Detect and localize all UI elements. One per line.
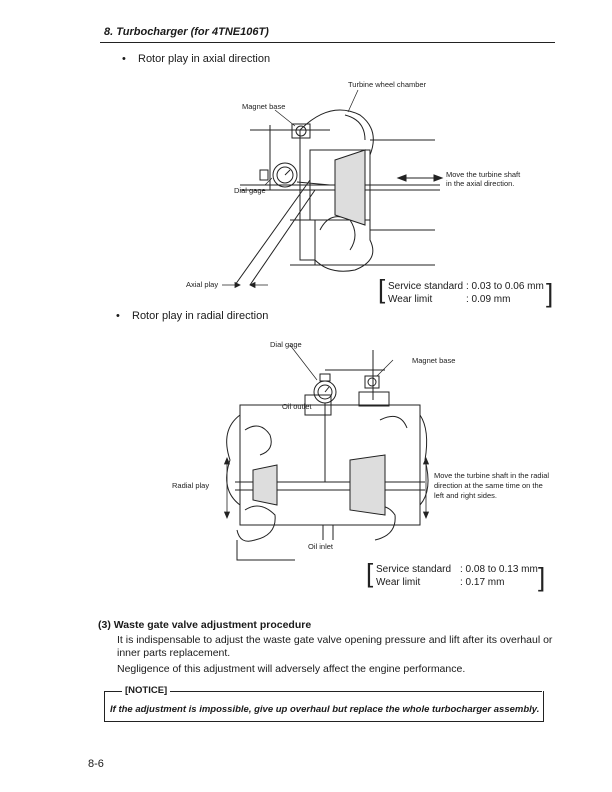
- radial-wear-limit-label: Wear limit: [376, 577, 421, 588]
- radial-dial-gage-label: Dial gage: [270, 340, 302, 349]
- axial-play-diagram: [180, 90, 450, 290]
- section-title: 8. Turbocharger (for 4TNE106T): [104, 26, 269, 38]
- radial-move-label-2: direction at the same time on the: [434, 481, 543, 490]
- magnet-base-label: Magnet base: [242, 102, 286, 111]
- notice-title: [NOTICE]: [122, 685, 171, 696]
- procedure-line-3: Negligence of this adjustment will adver…: [117, 663, 466, 675]
- notice-top-rule: [104, 691, 542, 692]
- turbine-wheel-chamber-label: Turbine wheel chamber: [348, 80, 427, 89]
- radial-service-standard-value: : 0.08 to 0.13 mm: [460, 564, 538, 575]
- radial-service-standard-label: Service standard: [376, 564, 452, 575]
- axial-service-standard-label: Service standard: [388, 281, 464, 292]
- radial-spec-bracket-right: ]: [538, 562, 546, 592]
- radial-play-arrow-left: [222, 458, 232, 518]
- radial-play-diagram: [215, 340, 435, 570]
- radial-spec-bracket-left: [: [366, 558, 374, 588]
- radial-wear-limit-value: : 0.17 mm: [460, 577, 505, 588]
- bullet-dot: •: [122, 53, 126, 65]
- notice-body: If the adjustment is impossible, give up…: [110, 704, 540, 715]
- procedure-line-2: inner parts replacement.: [117, 647, 231, 659]
- oil-outlet-label: Oil outlet: [282, 402, 312, 411]
- axial-service-standard-value: : 0.03 to 0.06 mm: [466, 281, 544, 292]
- radial-bullet-text: Rotor play in radial direction: [132, 310, 269, 322]
- notice-box: [104, 691, 544, 722]
- radial-move-label-3: left and right sides.: [434, 491, 497, 500]
- axial-bullet-text: Rotor play in axial direction: [138, 53, 271, 65]
- move-shaft-label-2: in the axial direction.: [446, 179, 515, 188]
- axial-spec-bracket-right: ]: [546, 278, 554, 308]
- move-shaft-label-1: Move the turbine shaft: [446, 170, 521, 179]
- radial-play-arrow-right: [421, 458, 431, 518]
- procedure-title: (3) Waste gate valve adjustment procedur…: [98, 619, 312, 631]
- dial-gage-label: Dial gage: [234, 186, 266, 195]
- axial-wear-limit-value: : 0.09 mm: [466, 294, 511, 305]
- bullet-dot: •: [116, 310, 120, 322]
- axial-wear-limit-label: Wear limit: [388, 294, 433, 305]
- axial-play-label: Axial play: [186, 280, 219, 289]
- radial-bullet: • Rotor play in radial direction: [116, 310, 268, 322]
- header-rule: [100, 42, 555, 43]
- axial-play-arrow: [222, 281, 268, 289]
- procedure-line-1: It is indispensable to adjust the waste …: [117, 634, 553, 646]
- axial-bullet: • Rotor play in axial direction: [122, 53, 270, 65]
- radial-play-label: Radial play: [172, 481, 210, 490]
- radial-magnet-base-label: Magnet base: [412, 356, 456, 365]
- radial-move-label-1: Move the turbine shaft in the radial: [434, 471, 550, 480]
- page-number: 8-6: [88, 758, 104, 770]
- axial-spec-bracket-left: [: [378, 274, 386, 304]
- oil-inlet-label: Oil inlet: [308, 542, 334, 551]
